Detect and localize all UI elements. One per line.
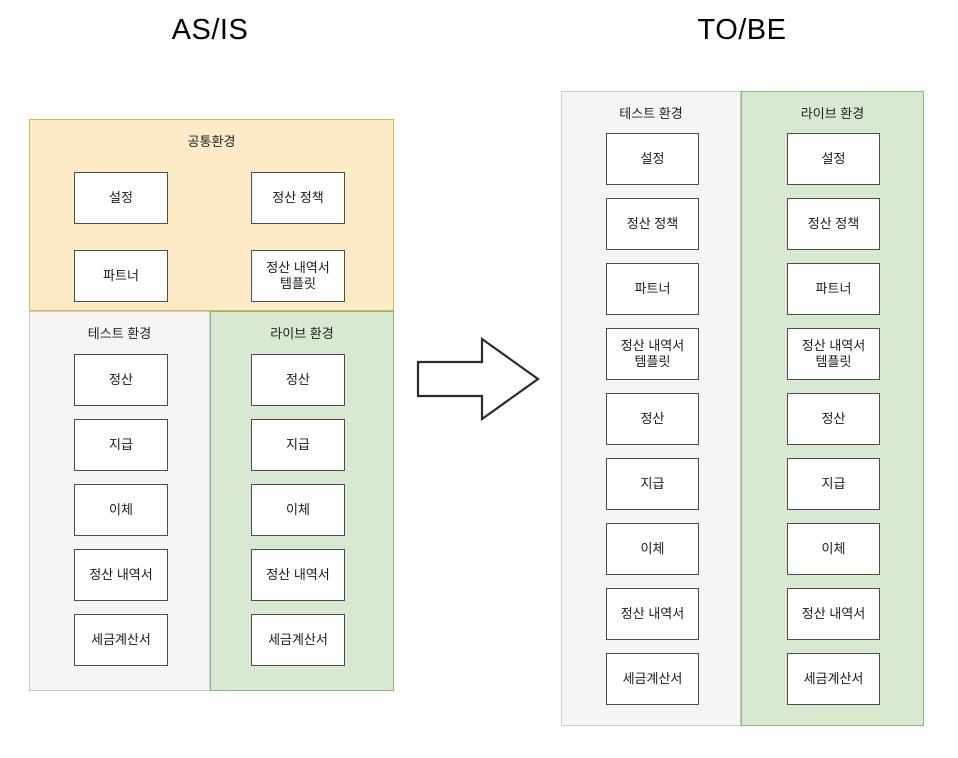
node-tobe-live-3[interactable]: 정산 내역서 템플릿: [787, 328, 880, 380]
tobe-live-zone: 라이브 환경 설정 정산 정책 파트너 정산 내역서 템플릿 정산 지급 이체 …: [741, 91, 924, 726]
node-tobe-test-8[interactable]: 세금계산서: [606, 653, 699, 705]
asis-live-zone: 라이브 환경 정산 지급 이체 정산 내역서 세금계산서: [210, 311, 394, 691]
tobe-title: TO/BE: [697, 14, 787, 46]
node-tobe-live-7[interactable]: 정산 내역서: [787, 588, 880, 640]
tobe-test-zone-header: 테스트 환경: [619, 106, 683, 121]
asis-common-zone-header: 공통환경: [187, 134, 236, 149]
node-tobe-test-1[interactable]: 정산 정책: [606, 198, 699, 250]
node-tobe-live-5[interactable]: 지급: [787, 458, 880, 510]
tobe-diagram: 테스트 환경 설정 정산 정책 파트너 정산 내역서 템플릿 정산 지급 이체 …: [561, 91, 924, 726]
node-asis-test-2[interactable]: 이체: [74, 484, 168, 536]
node-asis-common-2[interactable]: 파트너: [74, 250, 168, 302]
node-asis-test-3[interactable]: 정산 내역서: [74, 549, 168, 601]
node-tobe-test-5[interactable]: 지급: [606, 458, 699, 510]
node-tobe-test-0[interactable]: 설정: [606, 133, 699, 185]
node-asis-live-2[interactable]: 이체: [251, 484, 345, 536]
node-asis-common-1[interactable]: 정산 정책: [251, 172, 345, 224]
node-tobe-test-2[interactable]: 파트너: [606, 263, 699, 315]
node-tobe-test-6[interactable]: 이체: [606, 523, 699, 575]
node-asis-live-1[interactable]: 지급: [251, 419, 345, 471]
node-tobe-test-4[interactable]: 정산: [606, 393, 699, 445]
node-asis-test-4[interactable]: 세금계산서: [74, 614, 168, 666]
node-asis-live-0[interactable]: 정산: [251, 354, 345, 406]
node-asis-test-1[interactable]: 지급: [74, 419, 168, 471]
node-tobe-live-6[interactable]: 이체: [787, 523, 880, 575]
asis-title: AS/IS: [171, 14, 249, 46]
node-asis-common-3[interactable]: 정산 내역서 템플릿: [251, 250, 345, 302]
right-arrow-icon: [416, 336, 540, 422]
asis-common-zone: 공통환경 설정 정산 정책 파트너 정산 내역서 템플릿: [29, 119, 394, 311]
node-tobe-live-2[interactable]: 파트너: [787, 263, 880, 315]
node-tobe-test-7[interactable]: 정산 내역서: [606, 588, 699, 640]
node-asis-test-0[interactable]: 정산: [74, 354, 168, 406]
tobe-test-zone: 테스트 환경 설정 정산 정책 파트너 정산 내역서 템플릿 정산 지급 이체 …: [561, 91, 741, 726]
node-asis-common-0[interactable]: 설정: [74, 172, 168, 224]
tobe-live-zone-header: 라이브 환경: [800, 106, 865, 121]
asis-test-zone-header: 테스트 환경: [87, 326, 152, 341]
node-tobe-live-1[interactable]: 정산 정책: [787, 198, 880, 250]
asis-test-zone: 테스트 환경 정산 지급 이체 정산 내역서 세금계산서: [29, 311, 210, 691]
asis-diagram: 공통환경 설정 정산 정책 파트너 정산 내역서 템플릿 테스트 환경 정산 지…: [29, 119, 394, 691]
node-asis-live-4[interactable]: 세금계산서: [251, 614, 345, 666]
node-tobe-test-3[interactable]: 정산 내역서 템플릿: [606, 328, 699, 380]
asis-live-zone-header: 라이브 환경: [270, 326, 334, 341]
node-tobe-live-8[interactable]: 세금계산서: [787, 653, 880, 705]
node-tobe-live-0[interactable]: 설정: [787, 133, 880, 185]
node-tobe-live-4[interactable]: 정산: [787, 393, 880, 445]
node-asis-live-3[interactable]: 정산 내역서: [251, 549, 345, 601]
